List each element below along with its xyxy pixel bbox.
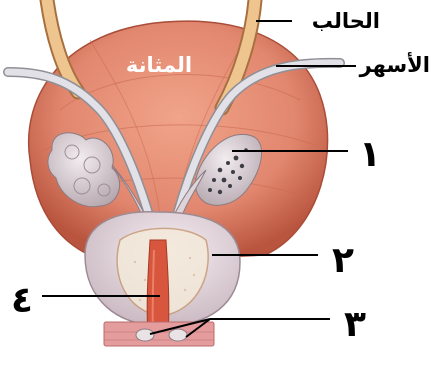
- label-number-3: ٣: [344, 304, 366, 345]
- label-bladder: المثانة: [126, 53, 192, 77]
- label-vas-deferens: الأسهر: [359, 51, 430, 77]
- label-number-2: ٢: [332, 240, 354, 281]
- label-ureter: الحالب: [312, 9, 380, 33]
- bulbourethral-glands: [104, 322, 214, 346]
- label-number-1: ١: [359, 134, 381, 175]
- label-number-4: ٤: [11, 280, 33, 321]
